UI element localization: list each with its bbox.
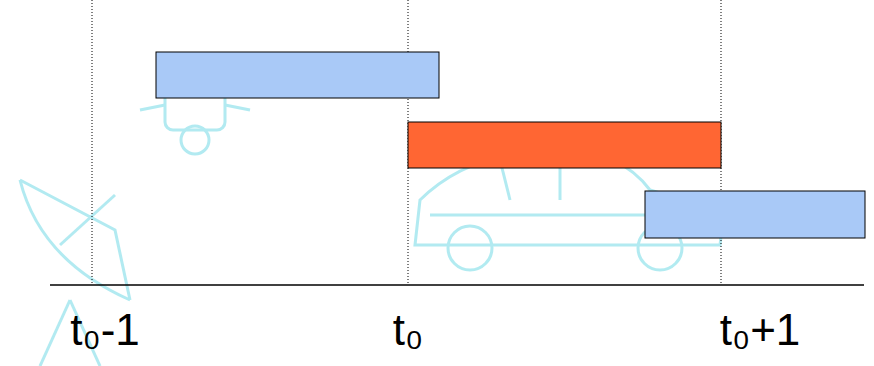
- dish-stand: [40, 300, 70, 366]
- time-label: t₀: [393, 308, 424, 352]
- dish-arm: [60, 195, 115, 245]
- satellite-lens: [181, 126, 209, 154]
- interval-bar: [645, 191, 865, 238]
- interval-bar: [156, 52, 439, 98]
- time-markers: [92, 0, 721, 285]
- time-marker: [92, 0, 93, 285]
- satellite-arm: [225, 105, 250, 110]
- time-label: t₀-1: [70, 308, 140, 352]
- time-label: t₀+1: [720, 308, 801, 352]
- watermark-clipart: [20, 55, 721, 366]
- car-wheel: [448, 226, 492, 270]
- dish-rim: [20, 180, 130, 300]
- time-axis: [50, 284, 864, 286]
- dish-bowl: [20, 180, 130, 300]
- satellite-arm: [140, 105, 165, 110]
- interval-bar-current: [408, 122, 721, 168]
